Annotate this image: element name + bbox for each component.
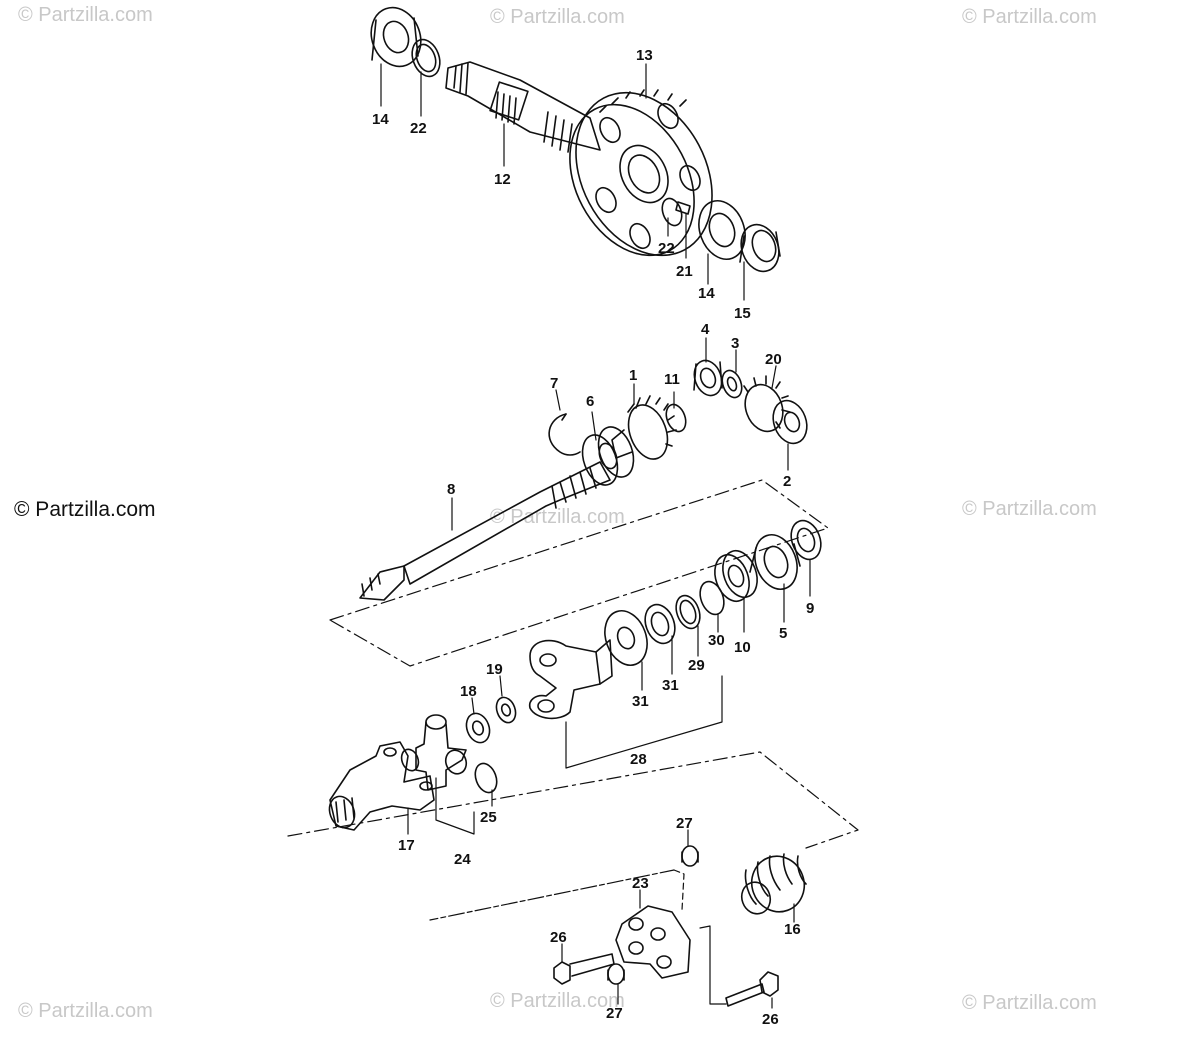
bracket-28	[565, 675, 723, 769]
part-15-bearing-race	[739, 223, 781, 273]
bracket-24	[435, 777, 475, 835]
callout-10: 10	[734, 639, 751, 656]
part-1-drive-bevel-gear	[611, 395, 677, 460]
watermark: © Partzilla.com	[962, 992, 1097, 1014]
callout-12: 12	[494, 171, 511, 188]
part-6-bearing	[581, 426, 635, 486]
part-14-bearing-mid	[698, 200, 746, 260]
part-29-spacer	[675, 594, 701, 630]
callout-14: 14	[698, 285, 715, 302]
callout-22: 22	[658, 240, 675, 257]
part-19-washer	[495, 696, 517, 724]
part-13-driven-gear	[569, 89, 713, 257]
part-20-pinion-gear	[743, 375, 791, 433]
part-30-oil-seal	[604, 610, 648, 666]
part-31-circlip	[699, 580, 725, 616]
callout-22: 22	[410, 120, 427, 137]
part-17-yoke	[328, 741, 435, 831]
part-21-pin	[675, 201, 691, 215]
watermark: © Partzilla.com	[490, 990, 625, 1012]
callout-11: 11	[664, 371, 680, 388]
bracket-lower	[287, 751, 859, 921]
callout-16: 16	[784, 921, 801, 938]
watermark: © Partzilla.com	[962, 498, 1097, 520]
callout-17: 17	[398, 837, 415, 854]
part-2-shim	[772, 399, 808, 445]
callout-25: 25	[480, 809, 497, 826]
part-27-nut-bottom	[607, 963, 625, 985]
callout-31: 30	[708, 632, 725, 649]
callout-28: 28	[630, 751, 647, 768]
callout-21: 21	[676, 263, 693, 280]
part-3-washer	[721, 369, 743, 399]
part-25-circlip	[474, 762, 498, 794]
watermark: © Partzilla.com	[18, 4, 153, 26]
part-4-nut	[693, 359, 723, 397]
leader-27-23	[673, 869, 685, 911]
part-7-circlip	[548, 413, 581, 456]
callout-24: 24	[454, 851, 471, 868]
callout-29: 29	[688, 657, 705, 674]
callout-1: 1	[629, 367, 637, 384]
callout-6: 6	[586, 393, 594, 410]
part-22-circlip-mid	[661, 197, 683, 227]
callout-15: 15	[734, 305, 751, 322]
part-11-snap-ring	[665, 403, 687, 433]
callout-27: 27	[676, 815, 693, 832]
callout-19: 19	[486, 661, 503, 678]
part-8-propeller-shaft	[359, 461, 611, 601]
callout-32: 31	[662, 677, 679, 694]
callout-26: 26	[762, 1011, 779, 1028]
watermark: © Partzilla.com	[18, 1000, 153, 1022]
part-32-washer	[644, 603, 676, 645]
part-16-boot	[740, 853, 807, 915]
bracket-middle	[329, 479, 829, 667]
part-5-oil-seal	[749, 534, 801, 590]
callout-2: 2	[783, 473, 791, 490]
callout-13: 13	[636, 47, 653, 64]
part-18-nut	[465, 712, 491, 744]
callout-3: 3	[731, 335, 739, 352]
callout-9: 9	[806, 600, 814, 617]
callout-30: 31	[632, 693, 649, 710]
part-22-circlip-top	[411, 38, 441, 78]
callout-8: 8	[447, 481, 455, 498]
part-27-nut-top	[681, 845, 699, 867]
callout-5: 5	[779, 625, 787, 642]
part-23-bracket	[615, 905, 691, 979]
watermark: © Partzilla.com	[490, 506, 625, 528]
watermark: © Partzilla.com	[962, 6, 1097, 28]
part-9-shim	[790, 519, 822, 561]
part-26-bolt-left	[553, 953, 615, 985]
part-24-universal-joint	[400, 714, 468, 791]
copyright-credit: © Partzilla.com	[14, 498, 156, 521]
part-10-bearing	[714, 549, 758, 603]
part-26-bolt-right	[725, 971, 779, 1007]
callout-4: 4	[701, 321, 710, 338]
callout-26: 26	[550, 929, 567, 946]
leader-23-26	[699, 925, 727, 1005]
callout-27: 27	[606, 1005, 623, 1022]
callout-18: 18	[460, 683, 477, 700]
callout-20: 20	[765, 351, 782, 368]
part-12-shaft	[445, 61, 601, 153]
callout-7: 7	[550, 375, 558, 392]
part-28-yoke	[528, 639, 613, 720]
callout-labels: 14 22 12 13 22 21 14 15 4 3 20 7 1 11 6 …	[372, 47, 814, 1028]
callout-23: 23	[632, 875, 649, 892]
callout-14: 14	[372, 111, 389, 128]
watermark: © Partzilla.com	[490, 6, 625, 28]
leader-lines	[380, 63, 811, 1009]
